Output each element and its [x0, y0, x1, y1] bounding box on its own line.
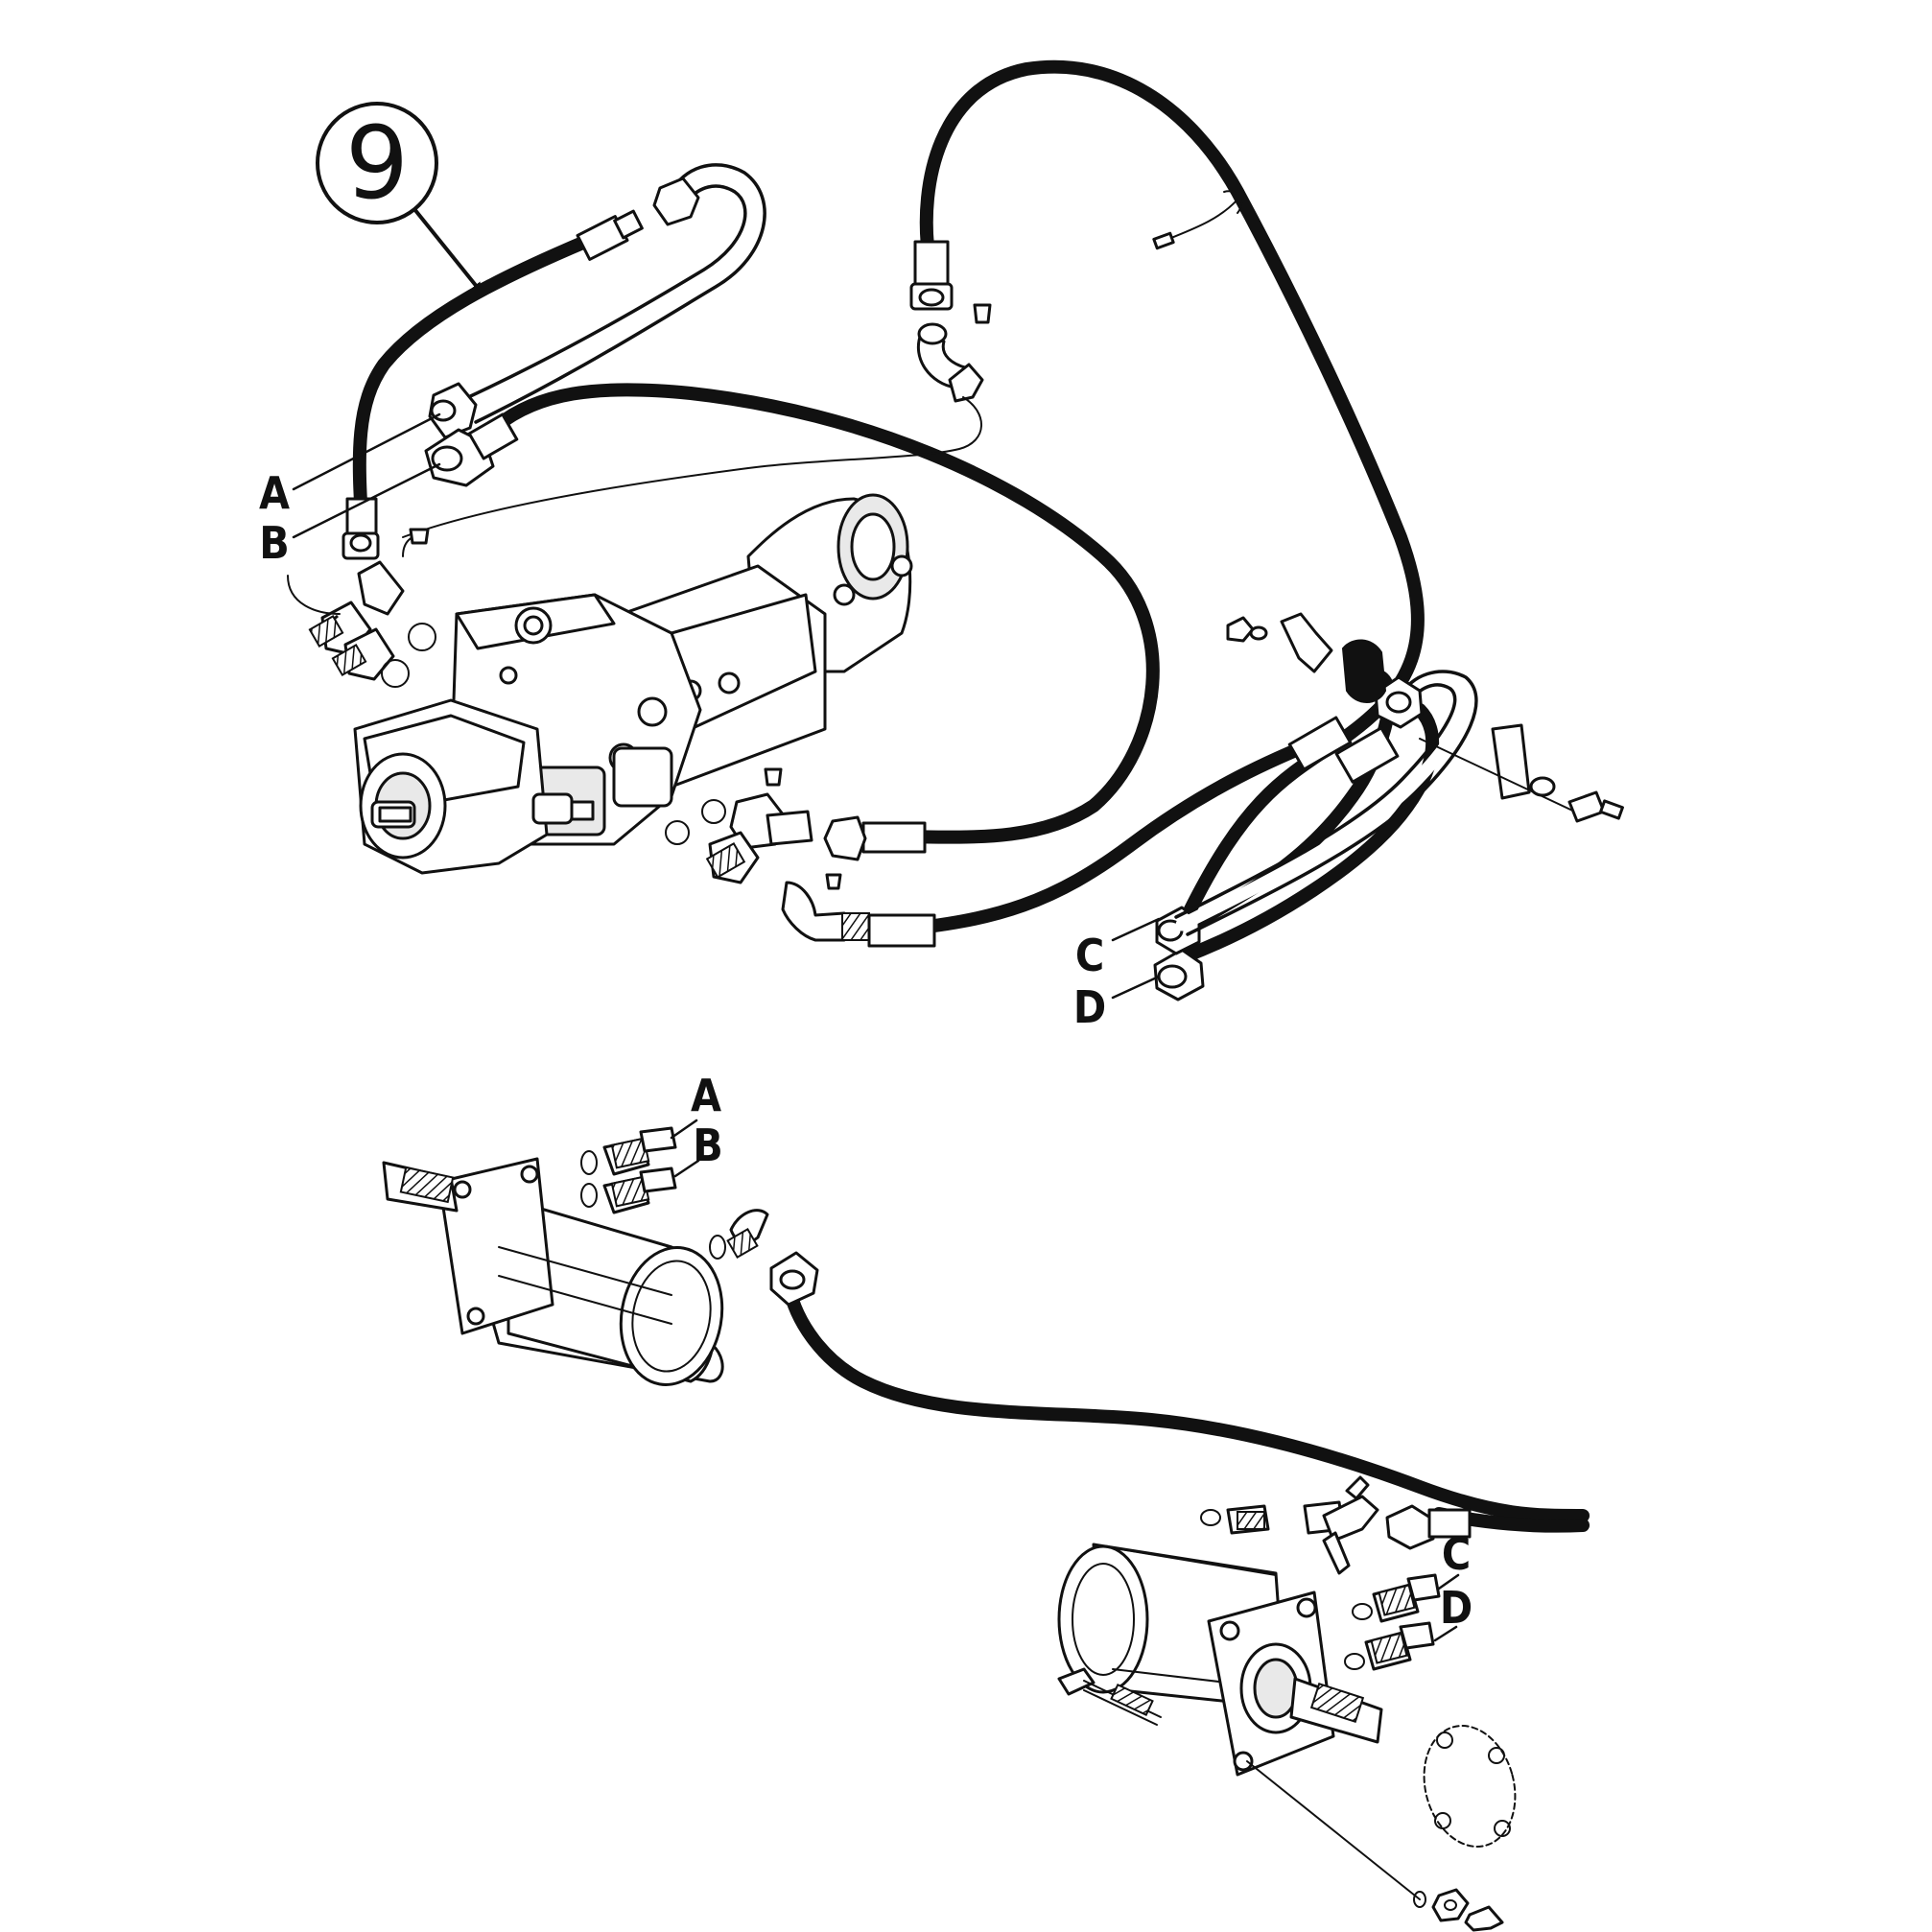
swivel-elbow-top — [402, 303, 992, 538]
hose-clamp — [1226, 612, 1387, 703]
hydraulic-pump — [353, 493, 913, 875]
labels-top: A B C D — [259, 412, 1161, 1033]
label-bottom-d: D — [1440, 1582, 1473, 1634]
motor-right-fittings: C D — [1200, 1475, 1473, 1671]
hydraulic-motor-right — [1057, 1543, 1517, 1932]
callout-number: 9 — [345, 105, 409, 222]
pump-fittings-upper — [287, 528, 436, 688]
top-assembly: A B C D — [259, 59, 1624, 1033]
hydraulic-motor-left — [382, 1157, 724, 1386]
u-tube-right — [1174, 670, 1478, 936]
hose-lower-pump — [867, 716, 1353, 948]
label-bottom-a: A — [691, 1070, 721, 1121]
label-top-a: A — [259, 467, 290, 519]
callout-circle — [316, 102, 438, 224]
hose-upper-right — [909, 59, 1425, 918]
tie-strap — [1152, 190, 1242, 250]
hose-b — [424, 383, 1160, 861]
label-top-d: D — [1073, 981, 1106, 1033]
mounting-bracket-right — [1419, 723, 1624, 823]
bottom-assembly: A B — [382, 1070, 1590, 1932]
callout-arrow — [412, 207, 483, 295]
motor-left-fittings: A B — [580, 1070, 769, 1260]
item-9-callout: 9 — [316, 102, 483, 295]
label-bottom-b: B — [693, 1119, 723, 1171]
hose-a — [342, 209, 644, 560]
pump-fittings-lower — [665, 767, 870, 942]
hose-bottom — [769, 1251, 1590, 1533]
label-bottom-c: C — [1442, 1528, 1471, 1580]
label-top-b: B — [259, 517, 290, 569]
label-top-c: C — [1075, 930, 1104, 981]
u-tube-top — [428, 163, 766, 439]
